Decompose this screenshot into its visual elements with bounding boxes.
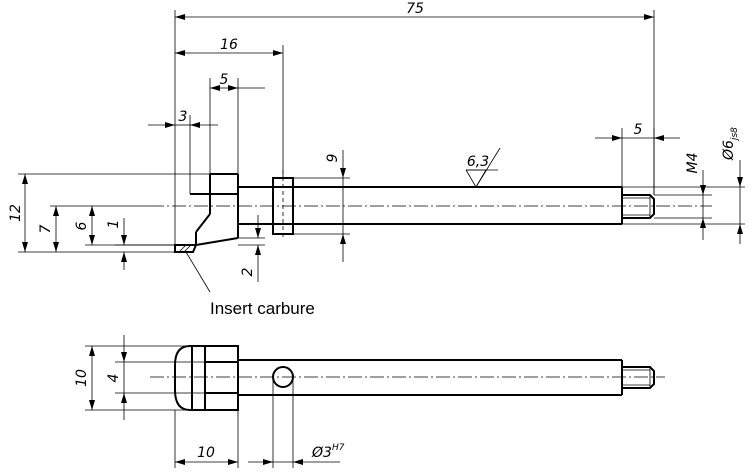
insert-label: Insert carbure	[210, 299, 315, 318]
surface-roughness-symbol: 6,3	[465, 147, 501, 188]
plan-head	[174, 345, 239, 411]
cross-hole-side	[272, 170, 294, 240]
plan-shaft	[238, 359, 655, 396]
dim-75: 75	[406, 1, 424, 17]
dim-10-length: 10	[197, 445, 215, 461]
threaded-end	[622, 194, 655, 219]
dim-10-width: 10	[74, 369, 90, 387]
dim-5-top: 5	[220, 72, 229, 88]
dim-4: 4	[106, 374, 122, 383]
dim-16: 16	[220, 37, 238, 53]
roughness-value: 6,3	[467, 154, 489, 170]
dim-6: 6	[74, 221, 90, 230]
dim-5-thread: 5	[634, 122, 643, 138]
dim-d3: Ø3H7	[311, 443, 345, 461]
dim-7: 7	[38, 224, 54, 233]
side-view: 75 16 5 3 5 9 12 7 6 1	[8, 1, 745, 318]
dim-9: 9	[325, 153, 341, 162]
dim-d6: Ø6js8	[721, 127, 740, 161]
dim-d3-tolerance: H7	[332, 443, 345, 453]
dim-1: 1	[106, 220, 122, 229]
shaft-body	[238, 186, 623, 225]
insert-leader	[185, 251, 211, 293]
dim-3: 3	[179, 109, 188, 125]
dim-12: 12	[8, 204, 24, 222]
dim-d6-tolerance: js8	[730, 127, 740, 142]
plan-view: 10 4 10 Ø3H7	[74, 335, 665, 468]
dim-d3-value: Ø3	[311, 445, 332, 461]
dim-m4: M4	[685, 153, 701, 174]
head	[174, 173, 239, 253]
dim-d6-value: Ø6	[721, 140, 737, 161]
dim-2: 2	[240, 267, 256, 276]
